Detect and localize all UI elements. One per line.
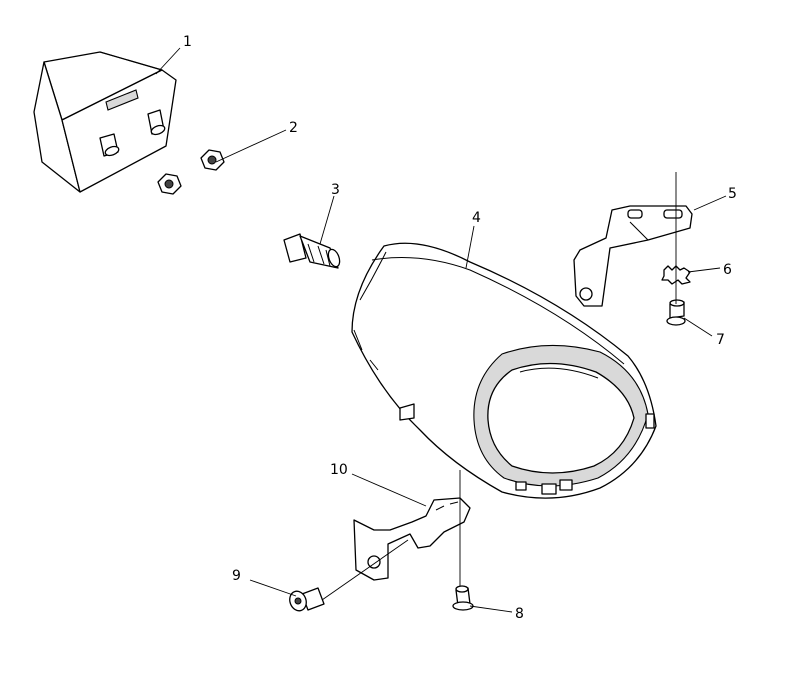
callout-labels: 1 2 3 4 5 6 7 8 9 10 xyxy=(183,34,737,622)
part-8-screw xyxy=(452,585,474,611)
callout-9: 9 xyxy=(232,568,241,584)
part-1-terminal-a xyxy=(147,109,166,136)
callout-6: 6 xyxy=(723,262,732,278)
part-2-nut-b xyxy=(157,173,182,195)
part-1-control-unit xyxy=(33,51,177,193)
callout-10: 10 xyxy=(330,462,348,478)
callout-5: 5 xyxy=(728,186,737,202)
part-1-terminal-b xyxy=(99,133,120,157)
callout-4: 4 xyxy=(472,210,481,226)
callout-2: 2 xyxy=(289,120,298,136)
callout-8: 8 xyxy=(515,606,524,622)
part-3-bulb xyxy=(283,233,341,269)
part-4-headlight-housing xyxy=(351,242,657,499)
part-5-bracket xyxy=(573,205,693,307)
callout-3: 3 xyxy=(331,182,340,198)
callout-1: 1 xyxy=(183,34,192,50)
part-10-mounting-bracket xyxy=(353,497,471,581)
part-2-nut-a xyxy=(200,149,225,171)
leader-lines xyxy=(155,47,727,613)
part-7-bolt xyxy=(666,299,686,326)
callout-7: 7 xyxy=(716,332,725,348)
part-9-bolt xyxy=(289,587,325,612)
